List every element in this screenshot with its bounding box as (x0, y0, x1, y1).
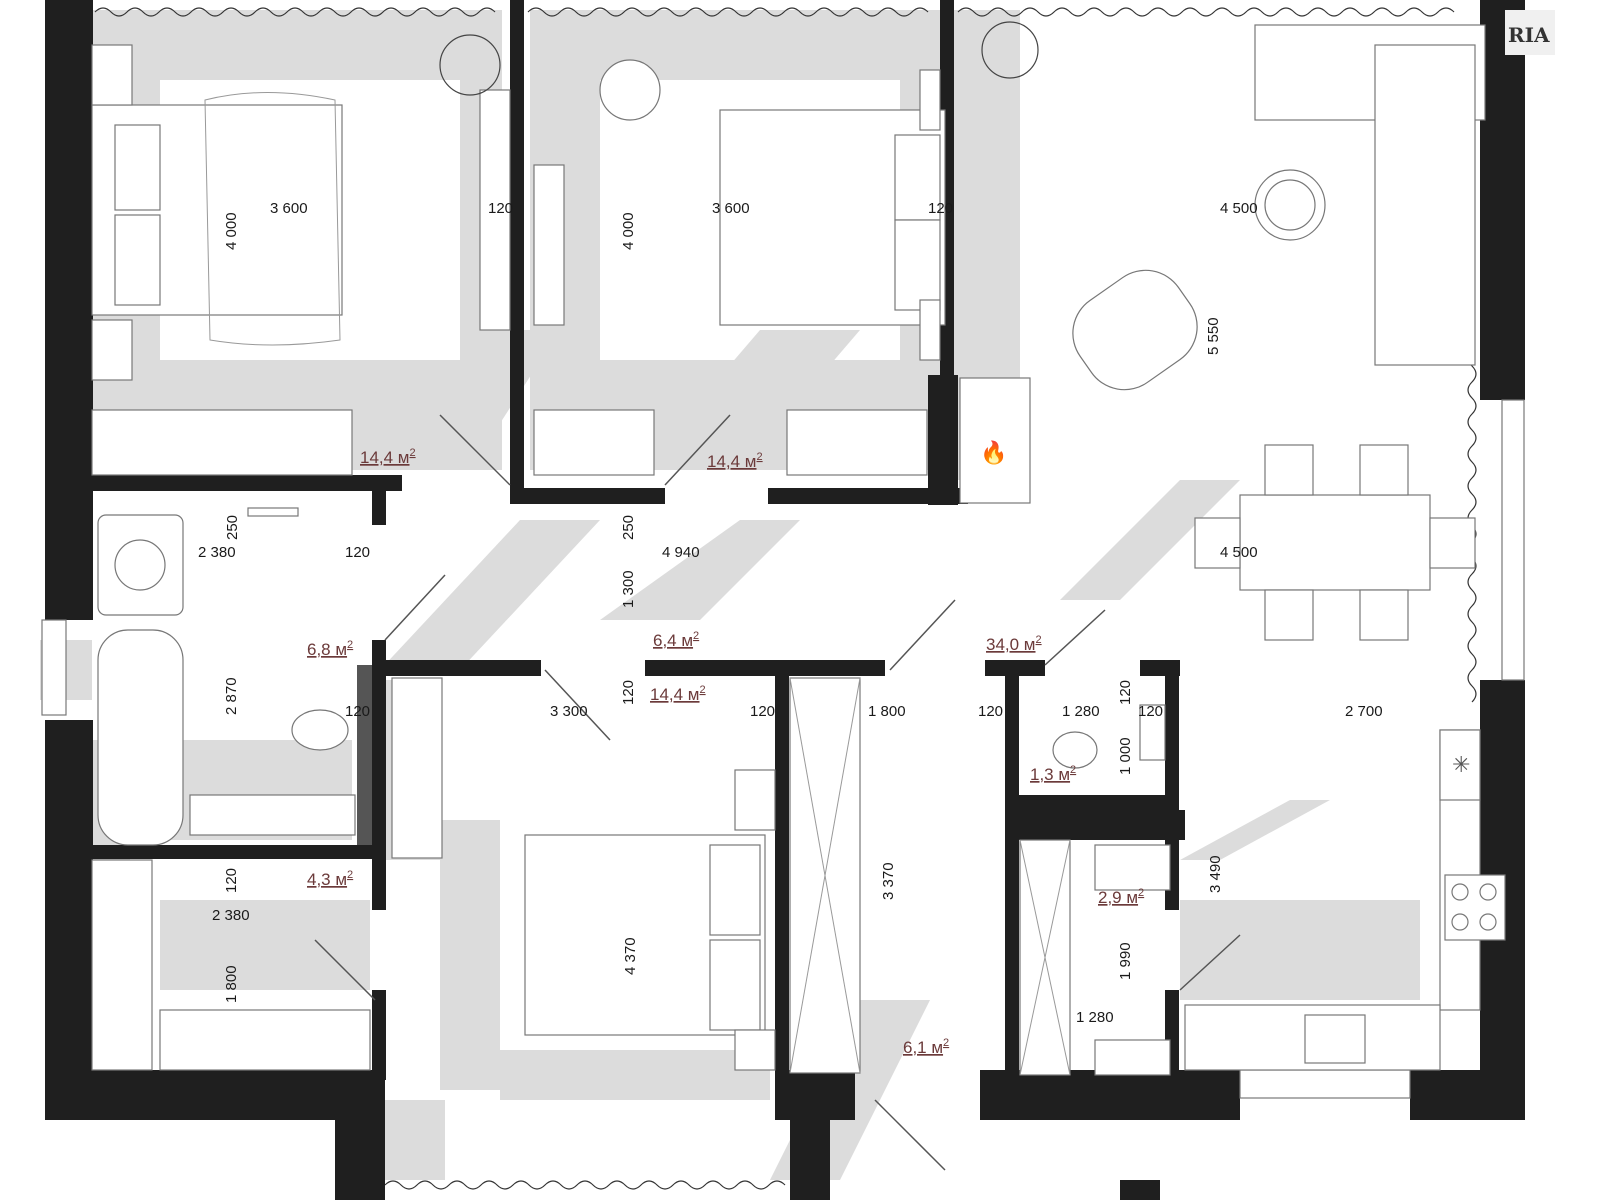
area-bedroom1: 14,4 м2 (360, 447, 416, 467)
bathtub (97, 629, 184, 846)
dim-storage-width: 1 280 (1076, 1009, 1114, 1026)
furniture: 🔥 ✳ (91, 21, 1506, 1076)
dim-laundry-height: 1 800 (223, 965, 240, 1003)
dim-hall-wall-top: 250 (620, 515, 637, 540)
dim-kitchen-height: 3 490 (1207, 855, 1224, 893)
dim-bath-wall-120: 120 (345, 544, 370, 561)
dim-kitchen-width: 2 700 (1345, 703, 1383, 720)
dim-b1-wall: 120 (488, 200, 513, 217)
dim-corr-wall: 120 (978, 703, 1003, 720)
dim-hall-wall-bottom: 120 (620, 680, 637, 705)
dim-b2-wall: 120 (928, 200, 953, 217)
ria-logo: RIA (1505, 10, 1555, 55)
doors (314, 414, 1241, 1171)
dim-living-top-width: 4 500 (1220, 200, 1258, 217)
dim-b3-width: 3 300 (550, 703, 588, 720)
area-living: 34,0 м2 (986, 634, 1042, 654)
area-labels: 14,4 м2 14,4 м2 6,8 м2 6,4 м2 34,0 м2 14… (307, 447, 1144, 1057)
dimension-labels: 3 600 4 000 120 3 600 4 000 120 4 500 5 … (198, 200, 1383, 1026)
fire-icon: 🔥 (980, 440, 1007, 465)
area-bathroom: 6,8 м2 (307, 639, 353, 659)
dim-bath-wall-right: 120 (345, 703, 370, 720)
dim-corr-height: 3 370 (880, 862, 897, 900)
windows (41, 7, 1525, 1190)
dim-wc-height: 1 000 (1117, 737, 1134, 775)
plant-icon (439, 21, 1039, 96)
dim-bath-wall-top: 250 (224, 515, 241, 540)
dim-hall-width: 4 940 (662, 544, 700, 561)
area-corridor: 6,1 м2 (903, 1037, 949, 1057)
svg-text:RIA: RIA (1508, 23, 1550, 47)
dim-bath-height: 2 870 (223, 677, 240, 715)
area-laundry: 4,3 м2 (307, 869, 353, 889)
dim-corr-width: 1 800 (868, 703, 906, 720)
dim-storage-height: 1 990 (1117, 942, 1134, 980)
area-hall: 6,4 м2 (653, 630, 699, 650)
dim-wc-wall-right: 120 (1138, 703, 1163, 720)
toilet (291, 709, 349, 751)
dim-wc-width: 1 280 (1062, 703, 1100, 720)
dim-b1-width: 3 600 (270, 200, 308, 217)
dim-b3-height: 4 370 (622, 937, 639, 975)
area-bedroom2: 14,4 м2 (707, 451, 763, 471)
area-wc: 1,3 м2 (1030, 764, 1076, 784)
dim-living-height: 5 550 (1205, 317, 1222, 355)
area-storage: 2,9 м2 (1098, 887, 1144, 907)
dim-living-mid-width: 4 500 (1220, 544, 1258, 561)
dining-table (1239, 494, 1431, 591)
dim-b2-height: 4 000 (620, 212, 637, 250)
armchair (1072, 269, 1198, 391)
dim-wc-wall-top: 120 (1117, 680, 1134, 705)
dim-b1-height: 4 000 (223, 212, 240, 250)
snowflake-icon: ✳ (1452, 752, 1470, 777)
area-bedroom3: 14,4 м2 (650, 684, 706, 704)
dim-b3-wall-right: 120 (750, 703, 775, 720)
dim-laundry-width: 2 380 (212, 907, 250, 924)
dim-b2-width: 3 600 (712, 200, 750, 217)
dim-laundry-wall-top: 120 (223, 868, 240, 893)
dim-hall-height: 1 300 (620, 570, 637, 608)
dim-bath-width: 2 380 (198, 544, 236, 561)
